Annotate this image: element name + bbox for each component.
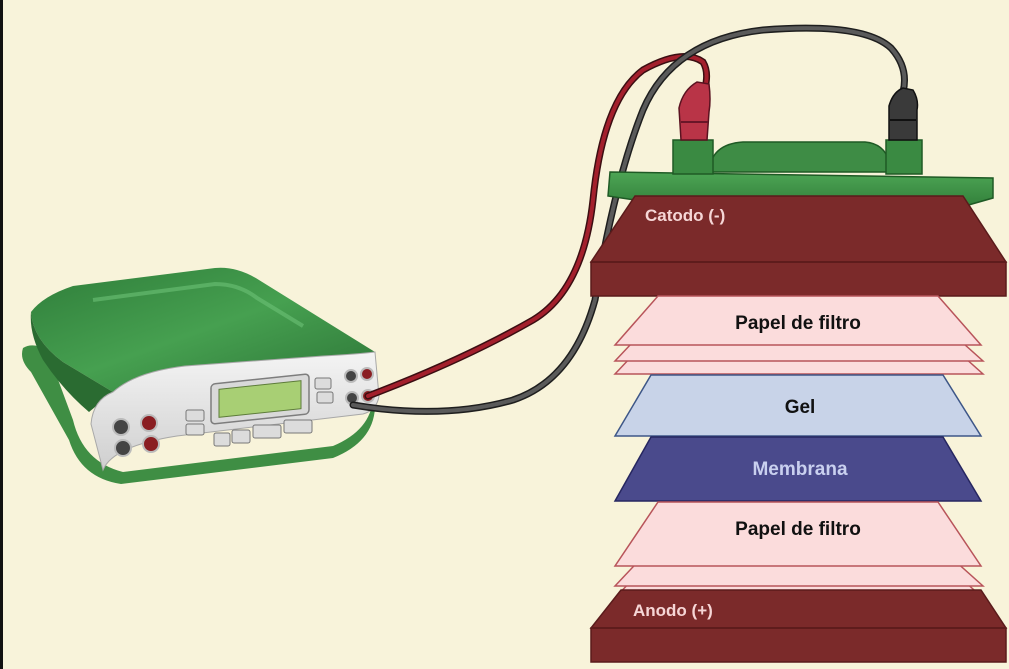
cathode-label: Catodo (-)	[645, 206, 725, 225]
filter-paper-bottom	[613, 501, 985, 599]
gel-layer	[613, 374, 983, 437]
anode-label: Anodo (+)	[633, 601, 713, 620]
membrane-layer	[613, 436, 983, 502]
filter-paper-top-label: Papel de filtro	[735, 313, 861, 334]
gel-label: Gel	[785, 397, 816, 418]
red-plug	[678, 81, 711, 141]
membrane-label: Membrana	[752, 459, 847, 480]
cathode-electrode	[589, 195, 1008, 297]
power-supply-jacks-left	[112, 414, 160, 457]
filter-paper-bottom-label: Papel de filtro	[735, 519, 861, 540]
black-plug	[888, 87, 919, 141]
anode-electrode	[589, 589, 1008, 663]
filter-paper-top	[613, 295, 985, 375]
power-supply-display	[218, 380, 302, 418]
power-supply	[22, 267, 380, 484]
western-blot-transfer-diagram: Catodo (-) Papel de filtro Gel Membrana …	[3, 0, 1009, 669]
